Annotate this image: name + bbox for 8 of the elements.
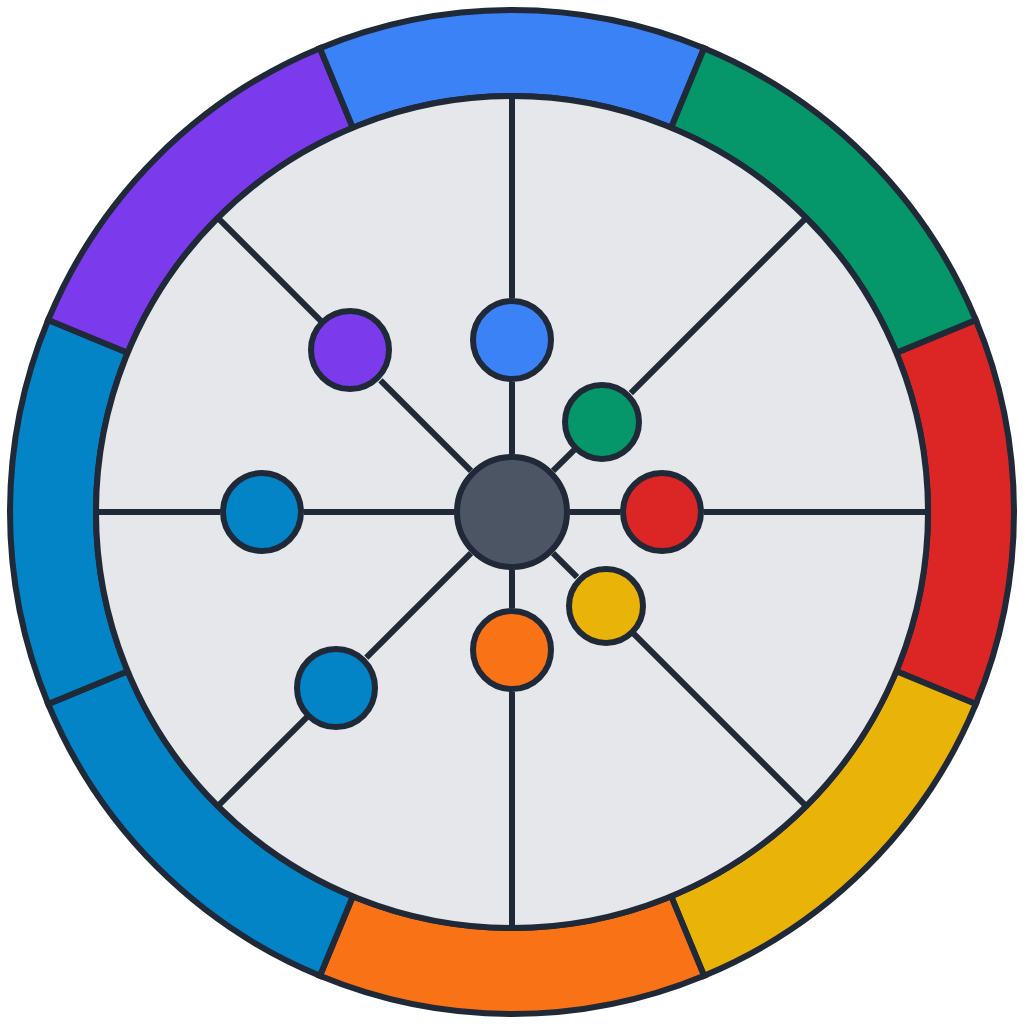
spoke-line	[364, 550, 474, 660]
spoke-line	[378, 378, 474, 474]
spoke-line	[304, 509, 454, 515]
spoke-line	[509, 382, 515, 454]
spoke-line	[570, 509, 620, 515]
spoke-line	[509, 570, 515, 608]
spoke-line	[550, 447, 577, 474]
spoke-line	[550, 550, 580, 580]
